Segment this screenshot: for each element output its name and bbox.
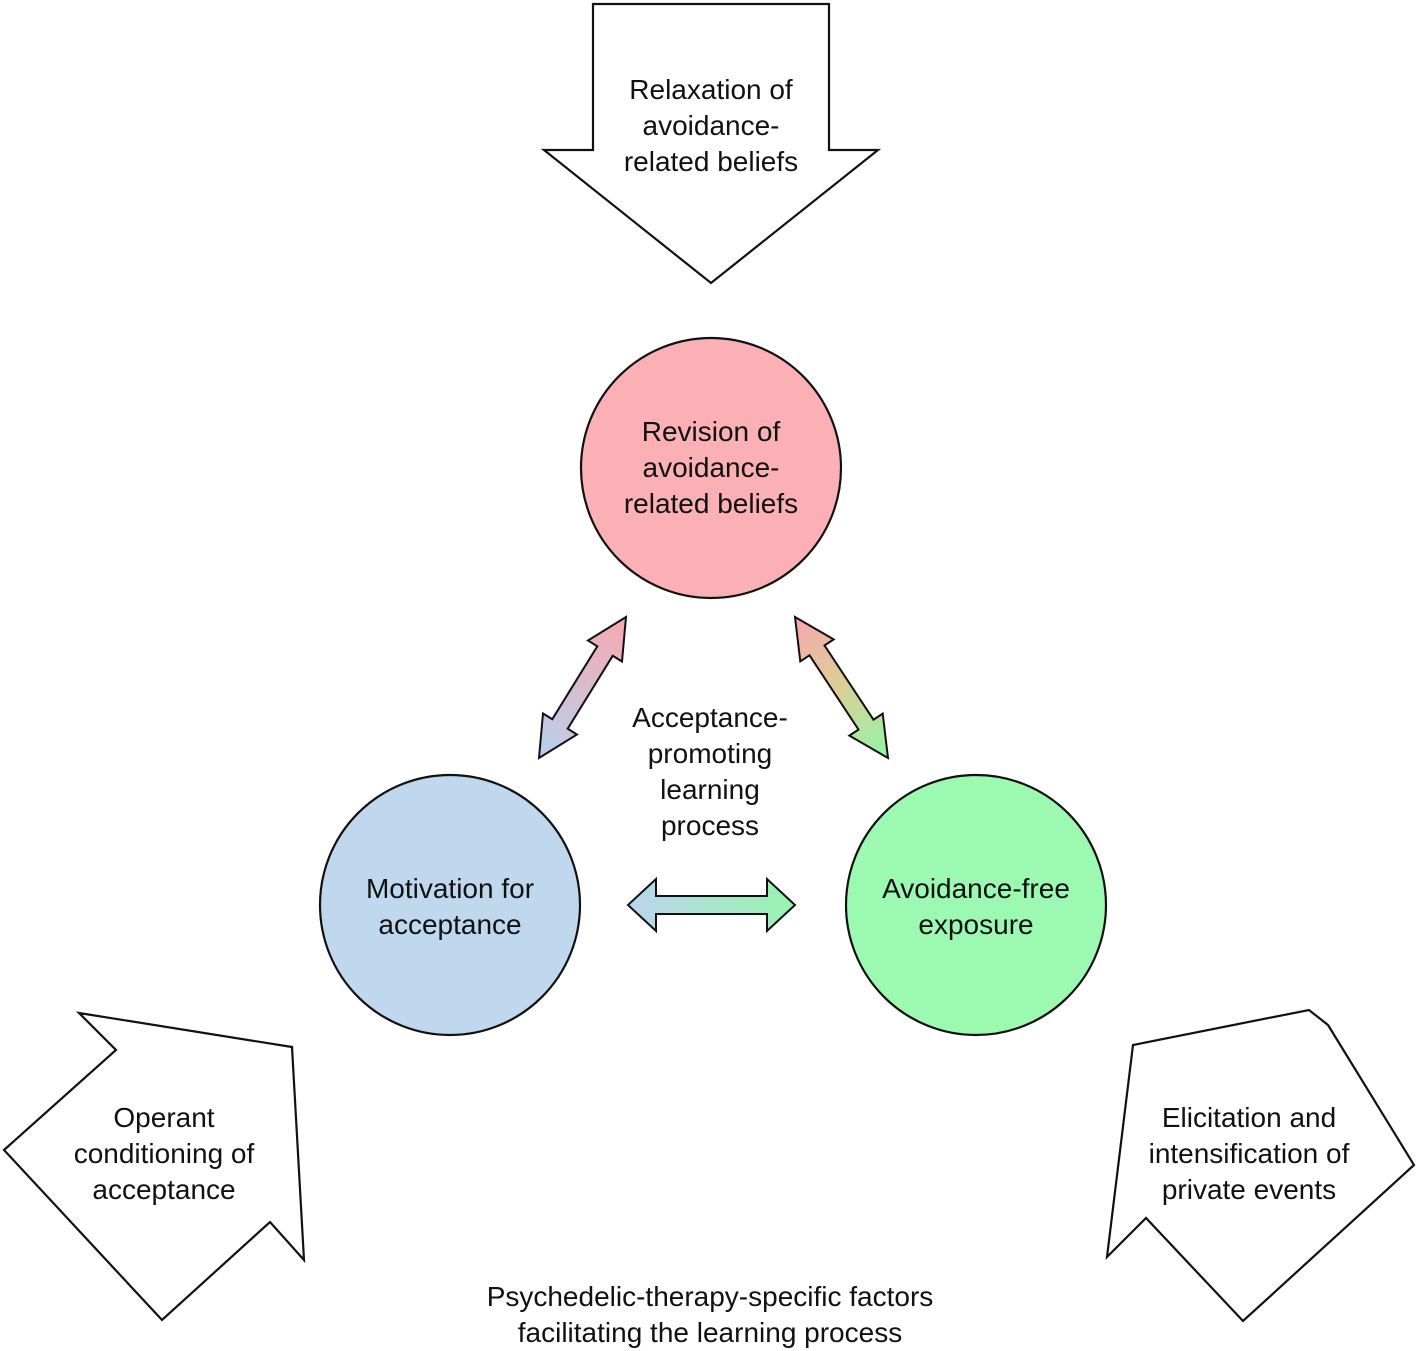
left-big-arrow: [2, 1011, 306, 1322]
top-arrow-label-line-3: related beliefs: [623, 146, 799, 177]
motivation-exposure-double-arrow: [626, 876, 797, 934]
top-arrow-label-line-1: Relaxation of: [629, 74, 793, 105]
motivation-label: Motivation for acceptance: [300, 871, 600, 943]
right-arrow-label-line-1: Elicitation and: [1161, 1102, 1337, 1133]
revision-label-line-3: related beliefs: [623, 488, 799, 519]
footer-caption: Psychedelic-therapy-specific factors fac…: [410, 1279, 1010, 1351]
footer-line-1: Psychedelic-therapy-specific factors: [486, 1281, 934, 1312]
center-label-line-2: promoting: [647, 738, 773, 769]
right-big-arrow: [1105, 1008, 1416, 1323]
top-arrow-label: Relaxation of avoidance- related beliefs: [561, 72, 861, 180]
revision-exposure-double-arrow: [793, 615, 890, 760]
right-arrow-label-line-3: private events: [1161, 1174, 1337, 1205]
exposure-label-line-1: Avoidance-free: [882, 873, 1070, 904]
top-big-arrow: [540, 2, 882, 285]
center-label-line-3: learning: [660, 774, 760, 805]
revision-motivation-double-arrow: [537, 615, 628, 760]
left-arrow-label-line-2: conditioning of: [73, 1138, 255, 1169]
motivation-label-line-1: Motivation for: [365, 873, 535, 904]
left-arrow-label-line-3: acceptance: [92, 1174, 236, 1205]
exposure-label-line-2: exposure: [918, 909, 1034, 940]
motivation-circle: [318, 773, 582, 1037]
left-arrow-label-line-1: Operant: [113, 1102, 215, 1133]
revision-label-line-1: Revision of: [641, 416, 781, 447]
center-process-label: Acceptance- promoting learning process: [560, 700, 860, 844]
right-arrow-label-line-2: intensification of: [1148, 1138, 1350, 1169]
left-arrow-label: Operant conditioning of acceptance: [14, 1100, 314, 1208]
revision-label: Revision of avoidance- related beliefs: [561, 414, 861, 522]
exposure-circle: [844, 773, 1108, 1037]
center-label-line-1: Acceptance-: [632, 702, 788, 733]
center-label-line-4: process: [660, 810, 760, 841]
right-arrow-label: Elicitation and intensification of priva…: [1099, 1100, 1399, 1208]
exposure-label: Avoidance-free exposure: [826, 871, 1126, 943]
motivation-label-line-2: acceptance: [378, 909, 522, 940]
revision-circle: [579, 336, 843, 600]
footer-line-2: facilitating the learning process: [517, 1317, 903, 1348]
revision-label-line-2: avoidance-: [642, 452, 780, 483]
top-arrow-label-line-2: avoidance-: [642, 110, 780, 141]
